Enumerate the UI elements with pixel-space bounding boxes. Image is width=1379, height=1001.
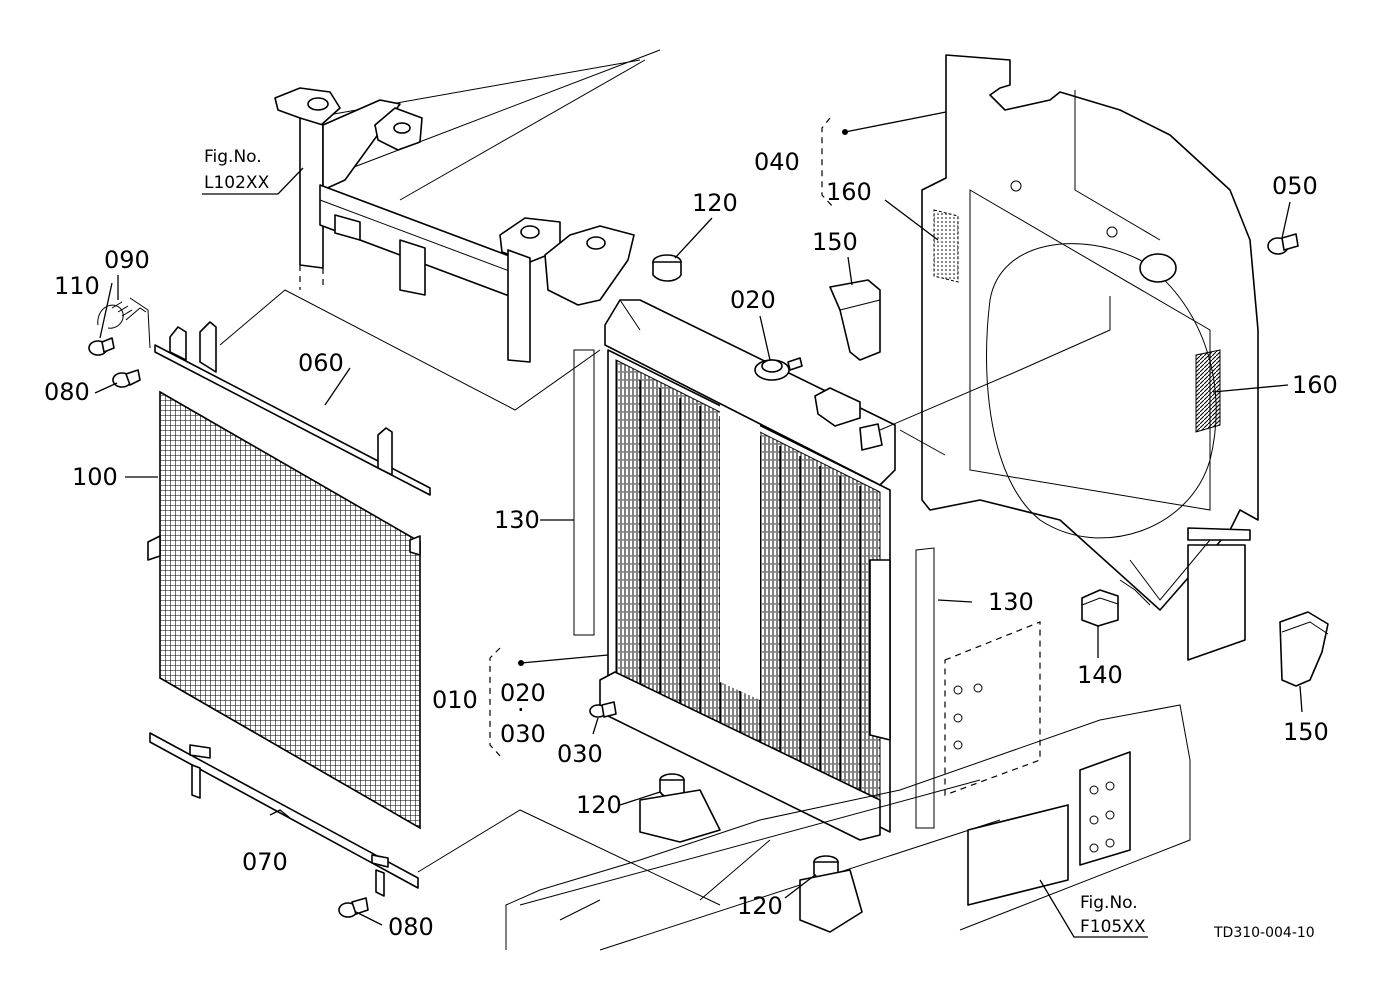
callout-080-top[interactable]: 080 — [44, 378, 90, 406]
label-160-right-icon — [1195, 349, 1221, 433]
callout-110[interactable]: 110 — [54, 272, 100, 300]
bolt-050-icon — [1267, 233, 1299, 255]
callout-050[interactable]: 050 — [1272, 172, 1318, 200]
rubber-mount-120-mid-icon — [659, 773, 685, 799]
shroud-lower-flange — [1187, 544, 1246, 661]
fig-ref-upper[interactable]: Fig.No. L102XX — [202, 147, 304, 195]
callout-120-bottom[interactable]: 120 — [737, 892, 783, 920]
bolt-080-top-icon — [112, 369, 141, 388]
group-bracket-010 — [489, 647, 503, 759]
frame-plate — [967, 804, 1069, 906]
callout-130-left[interactable]: 130 — [494, 506, 540, 534]
upper-bracket-060 — [129, 289, 601, 496]
callout-020-cap[interactable]: 020 — [730, 286, 776, 314]
fig-ref-lower-line2: F105XX — [1080, 917, 1146, 937]
cushion-150-top-icon — [829, 279, 881, 361]
upper-frame-assembly — [274, 49, 661, 363]
frame-guide-line-2 — [399, 59, 646, 201]
frame-bracket-left — [274, 87, 341, 127]
leader-lines — [94, 111, 1303, 926]
screen-100 — [147, 390, 421, 830]
bracket-tab-2 — [199, 321, 217, 373]
fig-ref-lower[interactable]: Fig.No. F105XX — [1039, 879, 1148, 938]
fan-shroud-040 — [879, 54, 1259, 661]
screen-tab-left — [147, 535, 161, 561]
mount-bracket-rear — [799, 869, 863, 933]
radiator-overflow-pipe — [859, 423, 883, 451]
rubber-mount-120-top-icon — [652, 254, 682, 282]
callout-030-drain[interactable]: 030 — [557, 740, 603, 768]
seal-130-right — [915, 547, 935, 829]
left-fasteners — [88, 301, 369, 918]
callout-040[interactable]: 040 — [754, 148, 800, 176]
fig-ref-upper-line1: Fig.No. — [204, 147, 262, 167]
callout-020-group[interactable]: 020 — [500, 679, 546, 707]
callout-030-group[interactable]: 030 — [500, 720, 546, 748]
label-160-top-icon — [933, 209, 959, 283]
lower-bracket-070 — [149, 732, 721, 906]
bolt-080-bottom-icon — [338, 897, 369, 918]
callout-160-top[interactable]: 160 — [826, 178, 872, 206]
callout-090[interactable]: 090 — [104, 246, 150, 274]
callout-100[interactable]: 100 — [72, 463, 118, 491]
callout-010[interactable]: 010 — [432, 686, 478, 714]
cushion-150-bottom-icon — [1279, 611, 1329, 687]
callout-120-mid[interactable]: 120 — [576, 791, 622, 819]
group-bracket-040 — [821, 117, 835, 209]
callout-130-right[interactable]: 130 — [988, 588, 1034, 616]
seal-130-left — [573, 349, 595, 636]
bracket-tab-3 — [377, 427, 393, 476]
callout-160-right[interactable]: 160 — [1292, 371, 1338, 399]
radiator-cap-icon — [754, 357, 803, 381]
frame-gusset — [544, 225, 635, 306]
callout-140[interactable]: 140 — [1077, 661, 1123, 689]
cushion-140-icon — [1081, 589, 1119, 627]
bolt-110-icon — [88, 337, 115, 356]
drain-cock-030-icon — [589, 701, 617, 718]
fig-ref-lower-line1: Fig.No. — [1080, 893, 1138, 913]
callout-070[interactable]: 070 — [242, 848, 288, 876]
frame-hole-left — [307, 97, 329, 111]
callout-labels: 010 020 · 030 020 030 040 050 060 070 08… — [44, 148, 1338, 941]
bracket-tab-1 — [169, 326, 187, 361]
frame-hole-mid — [393, 122, 411, 134]
lower-frame-assembly — [505, 621, 1191, 951]
radiator-side-bracket — [869, 559, 891, 741]
radiator-hose-neck — [814, 387, 861, 427]
radiator-010 — [573, 299, 935, 841]
screen-tab-right — [409, 535, 421, 556]
clip-090-icon — [97, 301, 147, 329]
frame-hole-right — [520, 225, 540, 239]
frame-block — [334, 214, 361, 241]
shroud-dash-plate — [944, 621, 1041, 796]
frame-post-right — [507, 249, 531, 363]
figure-code: TD310-004-10 — [1213, 925, 1315, 941]
fig-ref-upper-line2: L102XX — [204, 173, 270, 193]
frame-hole-gusset — [586, 236, 606, 250]
callout-150-top[interactable]: 150 — [812, 228, 858, 256]
frame-mount-plate — [1079, 751, 1131, 866]
mount-bracket-front — [639, 789, 721, 843]
callout-080-bottom[interactable]: 080 — [388, 913, 434, 941]
callout-group-dot: · — [517, 696, 525, 724]
frame-tab — [399, 239, 426, 296]
shroud-hole — [1139, 253, 1177, 283]
callout-060[interactable]: 060 — [298, 349, 344, 377]
callout-150-bottom[interactable]: 150 — [1283, 718, 1329, 746]
callout-120-top[interactable]: 120 — [692, 189, 738, 217]
